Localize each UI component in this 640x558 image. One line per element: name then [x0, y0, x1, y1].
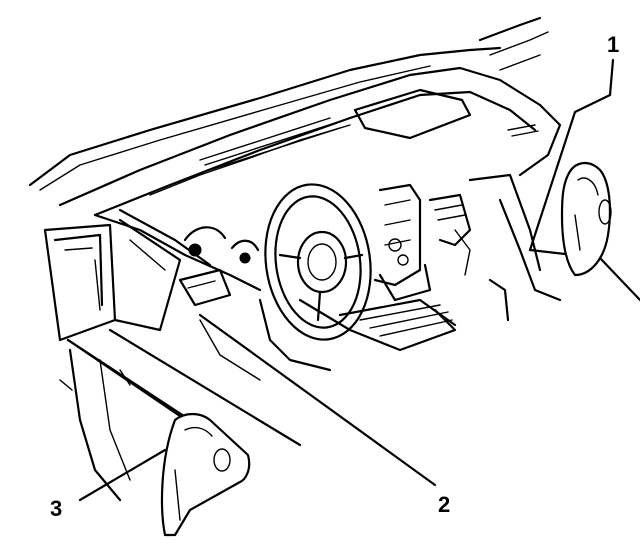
right-pillar — [454, 173, 562, 322]
callout-1: 1 — [607, 32, 619, 57]
left-end-cap-inset — [66, 328, 302, 537]
dashboard-face — [93, 183, 472, 307]
windshield-frame — [28, 16, 549, 191]
steering-wheel — [264, 183, 372, 341]
right-end-cap-inset — [528, 93, 612, 277]
leader-lines — [78, 58, 640, 502]
dashboard-top — [58, 66, 562, 217]
left-pillar — [43, 218, 182, 502]
callout-2: 2 — [438, 492, 450, 517]
center-console — [199, 263, 457, 381]
callout-3: 3 — [50, 496, 62, 521]
